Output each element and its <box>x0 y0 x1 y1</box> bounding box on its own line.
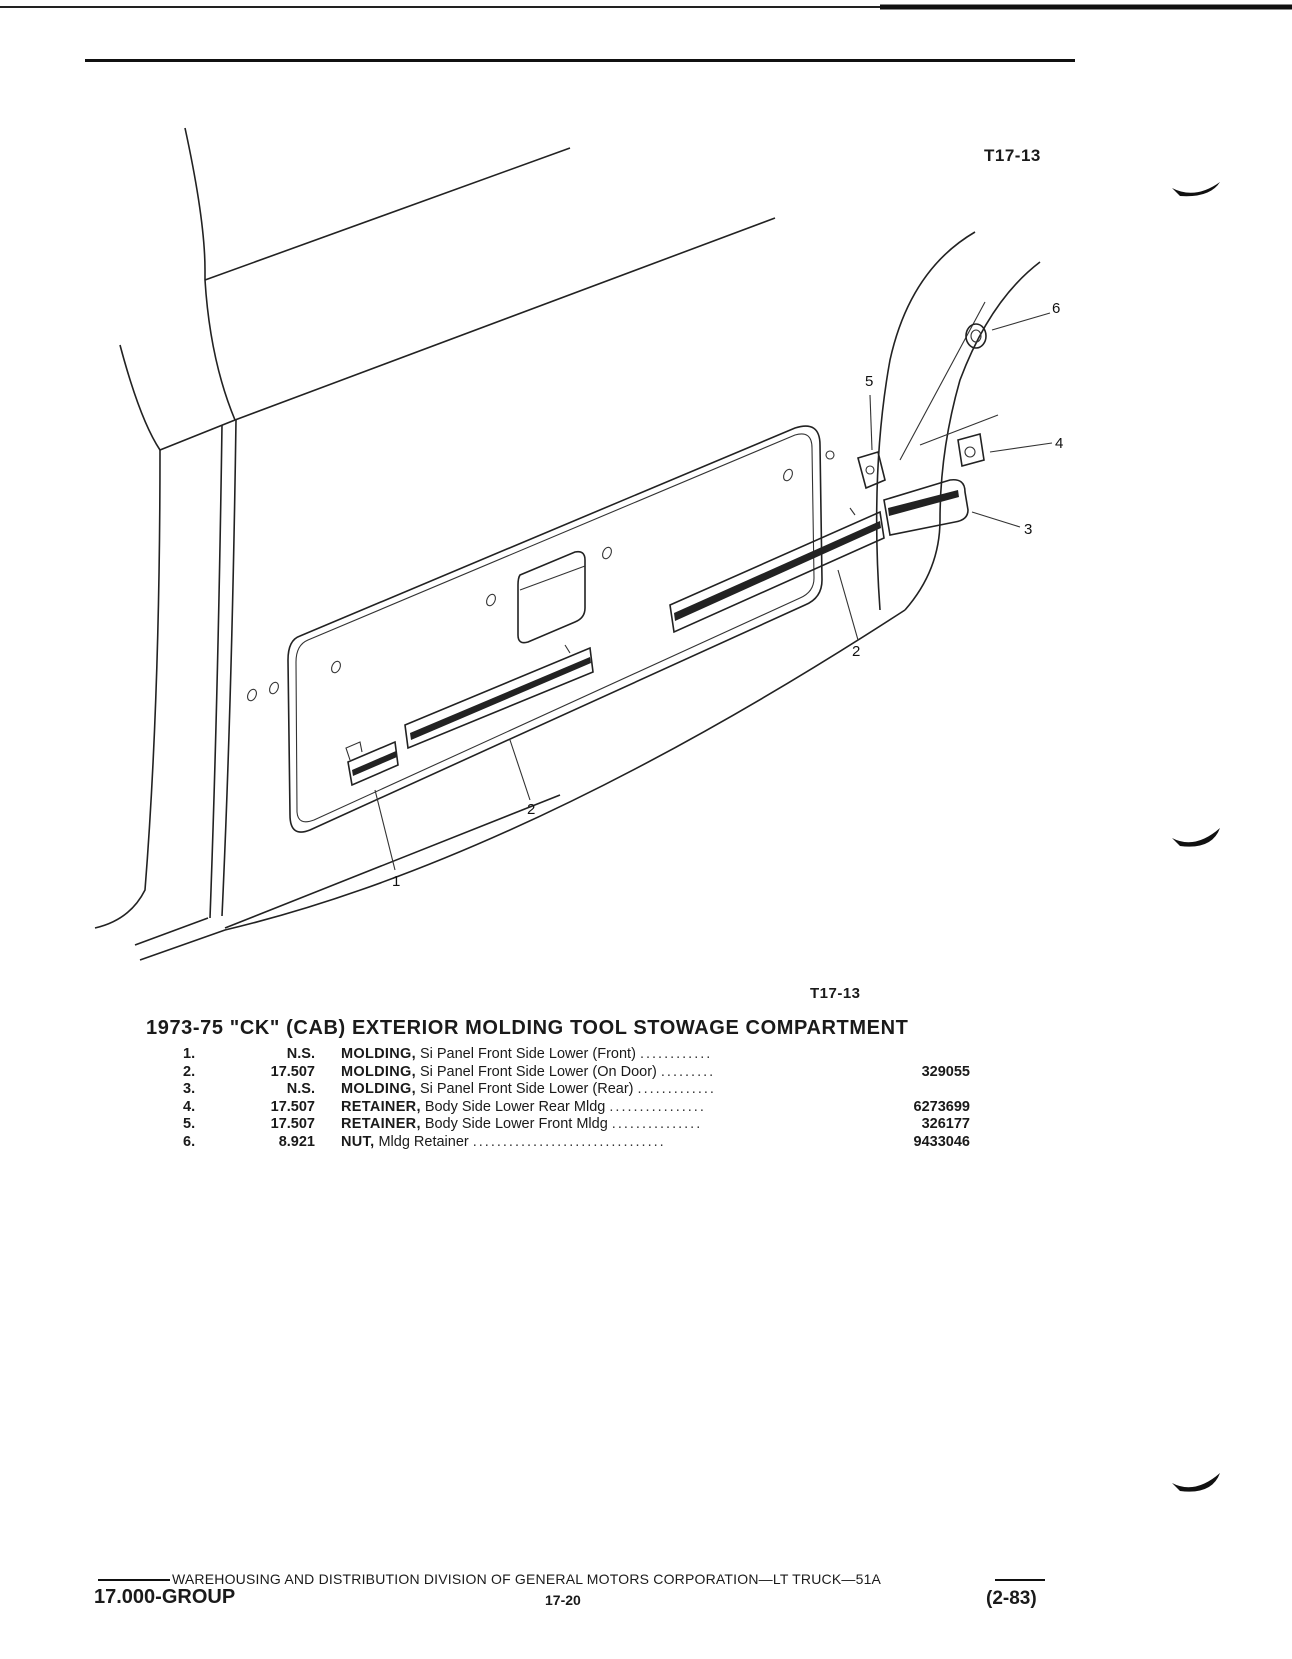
footer-date-code: (2-83) <box>986 1588 1037 1609</box>
part-group: 17.507 <box>270 1116 315 1132</box>
fender-outline <box>875 231 1041 611</box>
footer-rule-left <box>98 1579 170 1581</box>
section-title: 1973-75 "CK" (CAB) EXTERIOR MOLDING TOOL… <box>146 1017 909 1039</box>
parts-row: 6. 8.921 NUT, Mldg Retainer ............… <box>170 1134 970 1152</box>
part-detail: Si Panel Front Side Lower (Rear) <box>419 1081 634 1097</box>
leader-dots: ................ <box>609 1098 706 1115</box>
door-panel <box>247 425 823 833</box>
part-name: NUT, <box>341 1133 375 1150</box>
callout-2b: 2 <box>852 643 860 660</box>
retainer-rear <box>957 432 985 468</box>
part-group: 17.507 <box>270 1098 315 1115</box>
header-rule <box>85 59 1075 62</box>
cab-body-outline <box>94 127 906 961</box>
parts-row: 4. 17.507 RETAINER, Body Side Lower Rear… <box>170 1099 970 1117</box>
part-name: RETAINER, <box>341 1098 421 1115</box>
parts-row: 1. N.S. MOLDING, Si Panel Front Side Low… <box>170 1046 970 1064</box>
callout-6: 6 <box>1052 300 1060 317</box>
part-number: 6273699 <box>913 1098 970 1115</box>
part-index: 5. <box>183 1116 196 1132</box>
leader-dots: ............... <box>611 1116 703 1132</box>
part-detail: Body Side Lower Rear Mldg <box>424 1098 606 1115</box>
part-detail: Si Panel Front Side Lower (On Door) <box>419 1063 657 1080</box>
retainer-nut <box>965 323 987 349</box>
footer-publisher-line: WAREHOUSING AND DISTRIBUTION DIVISION OF… <box>172 1571 882 1587</box>
part-description: MOLDING, Si Panel Front Side Lower (Rear… <box>341 1081 891 1099</box>
part-name: MOLDING, <box>341 1063 416 1080</box>
callout-4: 4 <box>1055 435 1063 452</box>
callout-2a: 2 <box>527 801 535 818</box>
part-name: RETAINER, <box>341 1116 421 1132</box>
leader-dots: ......... <box>660 1063 716 1080</box>
part-index: 6. <box>183 1133 196 1150</box>
leader-dots: ............ <box>639 1046 713 1062</box>
part-detail: Si Panel Front Side Lower (Front) <box>419 1046 636 1062</box>
callout-leaders <box>374 312 1053 871</box>
parts-row: 2. 17.507 MOLDING, Si Panel Front Side L… <box>170 1064 970 1082</box>
figure-code-top: T17-13 <box>984 146 1041 165</box>
part-description: RETAINER, Body Side Lower Rear Mldg ....… <box>341 1099 891 1117</box>
molding-rear-lower <box>883 478 969 536</box>
callout-3: 3 <box>1024 521 1032 538</box>
leader-dots: ................................ <box>472 1133 666 1150</box>
part-description: MOLDING, Si Panel Front Side Lower (Fron… <box>341 1046 891 1064</box>
part-group: 8.921 <box>278 1133 315 1150</box>
molding-front-lower <box>345 740 399 787</box>
part-detail: Body Side Lower Front Mldg <box>424 1116 608 1132</box>
parts-row: 3. N.S. MOLDING, Si Panel Front Side Low… <box>170 1081 970 1099</box>
part-description: MOLDING, Si Panel Front Side Lower (On D… <box>341 1064 891 1082</box>
leader-dots: ............. <box>637 1081 716 1097</box>
footer-rule-right <box>995 1579 1045 1581</box>
part-index: 2. <box>183 1063 196 1080</box>
part-group: N.S. <box>286 1046 315 1062</box>
part-index: 1. <box>183 1046 196 1062</box>
part-number: 329055 <box>921 1063 970 1080</box>
part-group: N.S. <box>286 1081 315 1097</box>
binder-mark-icon <box>1172 828 1220 847</box>
part-group: 17.507 <box>270 1063 315 1080</box>
figure-code-bottom: T17-13 <box>810 985 861 1002</box>
part-index: 4. <box>183 1098 196 1115</box>
part-description: RETAINER, Body Side Lower Front Mldg ...… <box>341 1116 891 1134</box>
part-name: MOLDING, <box>341 1081 416 1097</box>
callout-labels: 1 2 2 3 4 5 6 <box>392 300 1063 890</box>
part-detail: Mldg Retainer <box>378 1133 469 1150</box>
footer-group-label: 17.000-GROUP <box>94 1586 236 1608</box>
parts-row: 5. 17.507 RETAINER, Body Side Lower Fron… <box>170 1116 970 1134</box>
part-number: 9433046 <box>913 1133 970 1150</box>
callout-5: 5 <box>865 373 873 390</box>
footer-page-number: 17-20 <box>545 1592 581 1608</box>
molding-on-door-lower <box>404 644 594 750</box>
retainer-front <box>825 450 886 490</box>
parts-list: 1. N.S. MOLDING, Si Panel Front Side Low… <box>170 1046 970 1151</box>
binder-mark-icon <box>1172 1473 1220 1492</box>
part-name: MOLDING, <box>341 1046 416 1062</box>
part-index: 3. <box>183 1081 196 1097</box>
scan-top-border <box>0 4 1292 10</box>
molding-on-door-upper <box>669 507 885 634</box>
callout-1: 1 <box>392 873 400 890</box>
part-number: 326177 <box>921 1116 970 1132</box>
binder-mark-icon <box>1172 182 1220 197</box>
part-description: NUT, Mldg Retainer .....................… <box>341 1134 891 1152</box>
